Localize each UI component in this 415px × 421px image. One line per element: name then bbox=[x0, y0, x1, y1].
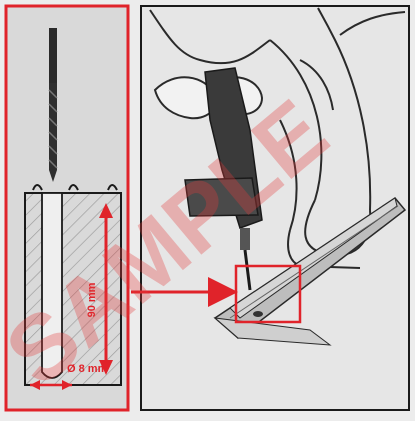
drill-bit-icon bbox=[49, 28, 57, 182]
